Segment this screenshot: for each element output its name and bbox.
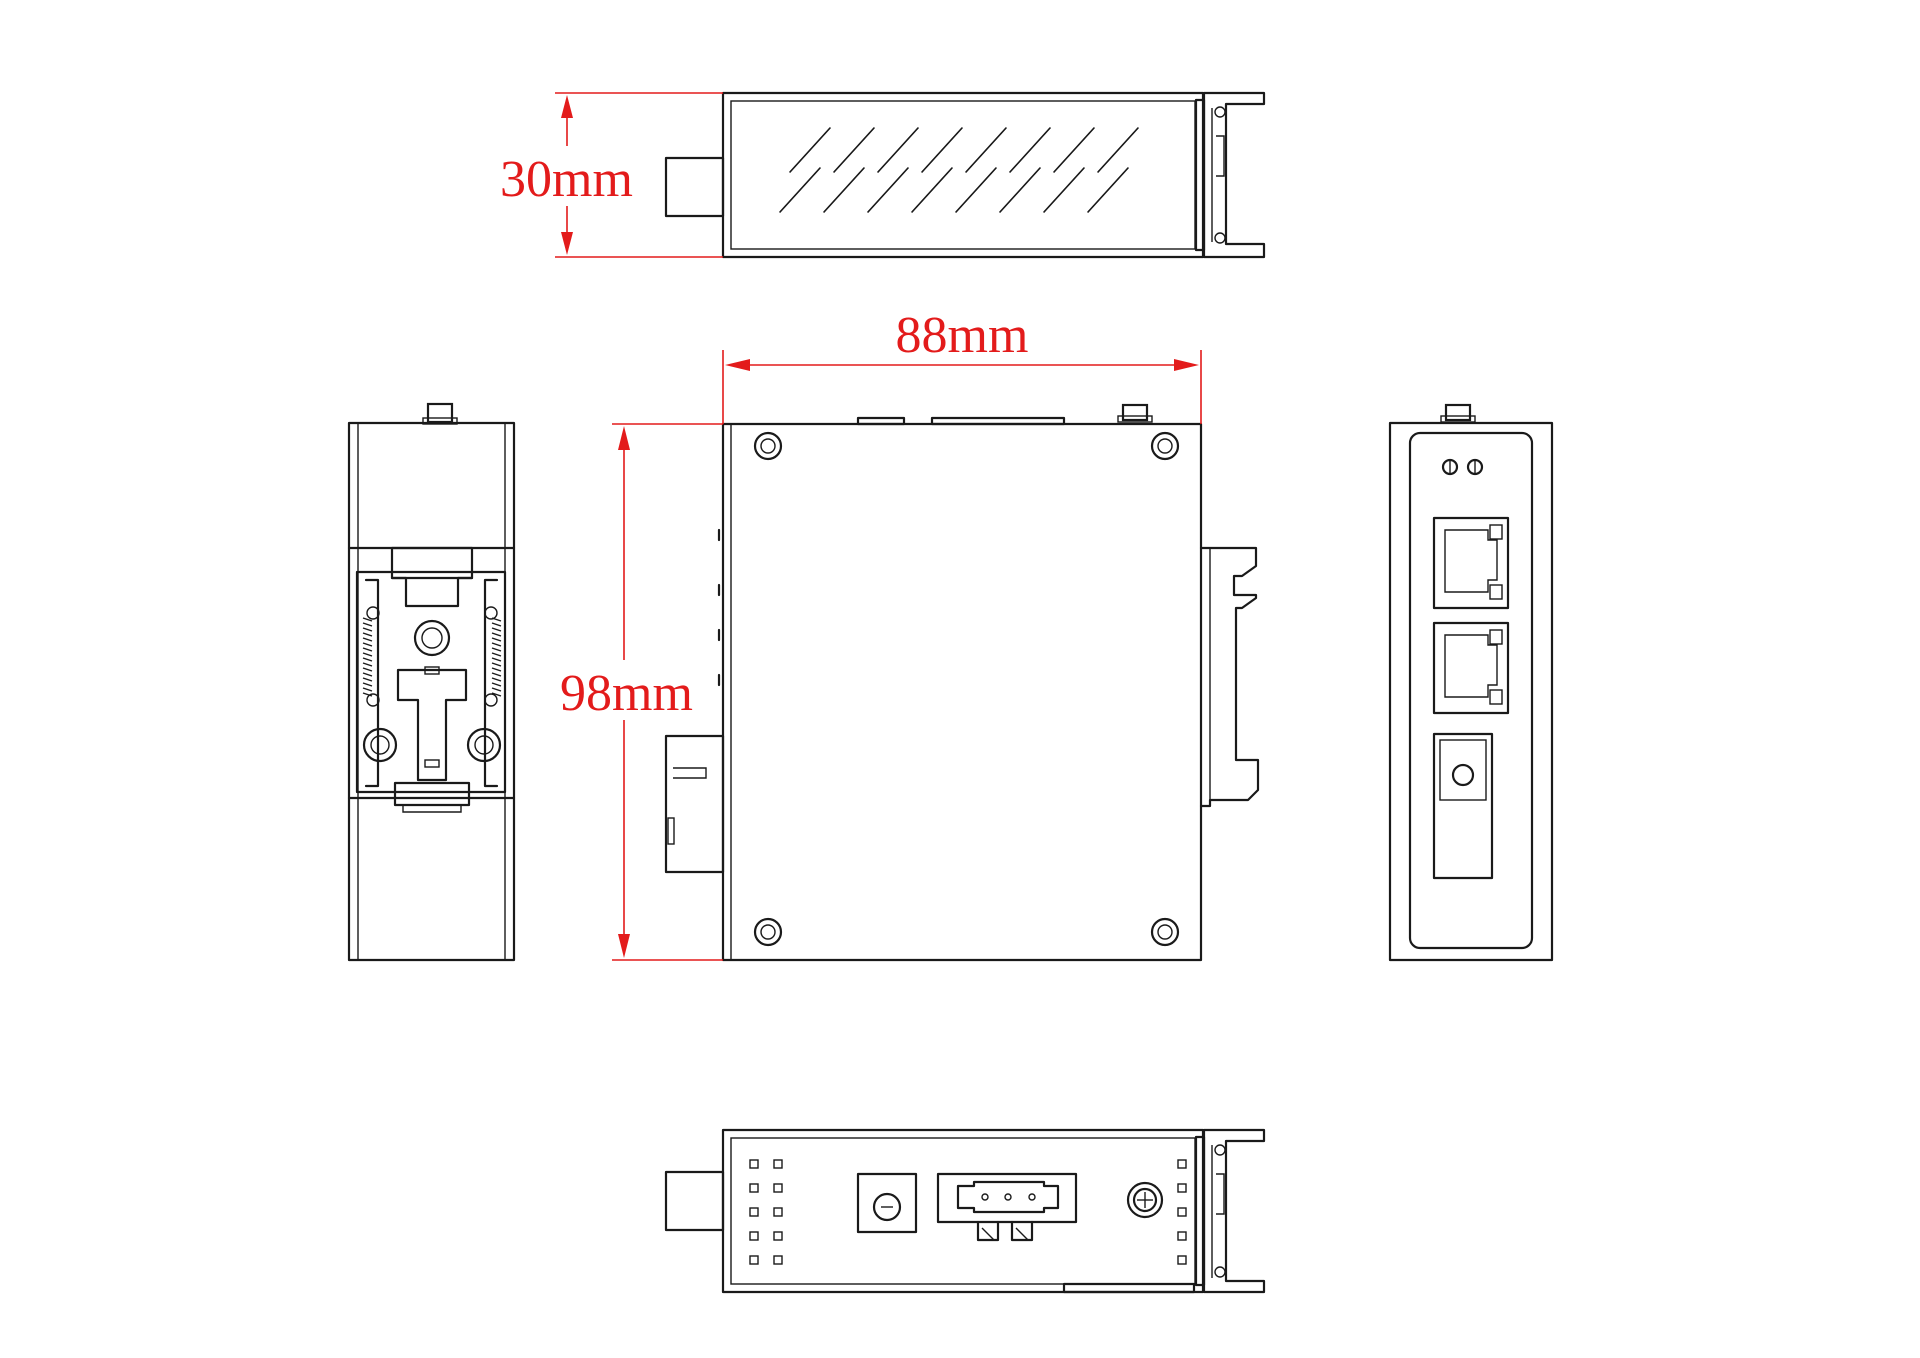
spring-coil <box>362 667 373 672</box>
front-view <box>664 403 1260 962</box>
depth-dimension-label: 98mm <box>560 665 693 722</box>
led-pad <box>773 1183 783 1193</box>
vent-slot-inner <box>999 167 1041 213</box>
spring-coil <box>362 672 373 677</box>
led-pad <box>773 1159 783 1169</box>
rj45-port-1 <box>1432 516 1510 610</box>
led-pad <box>749 1255 759 1265</box>
spring-coil <box>362 687 373 692</box>
vent-slot-inner <box>955 167 997 213</box>
side-view-right <box>1388 403 1554 962</box>
led-pad <box>749 1183 759 1193</box>
vent-slot-inner <box>921 127 963 173</box>
spring-coil <box>491 672 502 677</box>
led-pad <box>773 1207 783 1217</box>
led-pad <box>749 1231 759 1241</box>
width-dimension-label: 88mm <box>896 307 1029 364</box>
spring-coil <box>362 677 373 682</box>
led-pad <box>1177 1159 1187 1169</box>
spring-coil <box>362 632 373 637</box>
spring-coil <box>491 627 502 632</box>
dimension-98mm: 98mm <box>560 423 723 961</box>
spring-coil <box>362 637 373 642</box>
spring-coil <box>491 687 502 692</box>
vent-slots <box>779 127 1139 213</box>
led-pad <box>1177 1183 1187 1193</box>
vent-slot-inner <box>779 167 821 213</box>
spring-coil <box>491 677 502 682</box>
spring-coil <box>491 692 502 697</box>
top-din-clip <box>1202 91 1266 259</box>
spring-coil <box>362 647 373 652</box>
rj45-port-2 <box>1432 621 1510 715</box>
spring-coil <box>362 682 373 687</box>
spring-coil <box>362 692 373 697</box>
vent-slot-inner <box>1087 167 1129 213</box>
spring-coil <box>491 652 502 657</box>
spring-coil <box>491 657 502 662</box>
top-connector <box>664 156 725 218</box>
spring-coil <box>362 652 373 657</box>
spring-coil <box>362 662 373 667</box>
fiber-port <box>1432 732 1494 880</box>
led-pad <box>749 1207 759 1217</box>
top-view <box>664 91 1266 259</box>
led-pad <box>773 1255 783 1265</box>
vent-slot-inner <box>823 167 865 213</box>
led-pad <box>1177 1255 1187 1265</box>
spring-coil <box>491 682 502 687</box>
dimension-30mm: 30mm <box>492 92 723 258</box>
vent-slot-inner <box>1097 127 1139 173</box>
ground-screw <box>1126 1181 1164 1219</box>
led-pad <box>1177 1207 1187 1217</box>
led-pad <box>773 1231 783 1241</box>
vent-slot-inner <box>1009 127 1051 173</box>
side-view-left <box>347 402 516 962</box>
led-pad <box>749 1159 759 1169</box>
bottom-view <box>664 1128 1266 1294</box>
spring-coil <box>362 657 373 662</box>
spring-coil <box>491 632 502 637</box>
vent-slot-inner <box>833 127 875 173</box>
led-pad <box>1177 1231 1187 1241</box>
vent-slot-inner <box>911 167 953 213</box>
dc-power-jack <box>856 1172 918 1234</box>
spring-coil <box>491 637 502 642</box>
vent-slot-inner <box>877 127 919 173</box>
dimension-88mm: 88mm <box>722 307 1202 424</box>
vent-slot-inner <box>867 167 909 213</box>
spring-coil <box>362 627 373 632</box>
height-dimension-label: 30mm <box>500 151 633 208</box>
spring-coil <box>491 642 502 647</box>
spring-coil <box>491 662 502 667</box>
spring-coil <box>362 617 373 622</box>
spring-coil <box>491 667 502 672</box>
vent-slot-inner <box>1053 127 1095 173</box>
vent-slot-inner <box>789 127 831 173</box>
spring-coil <box>491 622 502 627</box>
spring-coil <box>362 642 373 647</box>
terminal-block <box>936 1172 1078 1242</box>
vent-slot-inner <box>965 127 1007 173</box>
vent-slot-inner <box>1043 167 1085 213</box>
spring-coil <box>362 622 373 627</box>
spring-coil <box>491 647 502 652</box>
